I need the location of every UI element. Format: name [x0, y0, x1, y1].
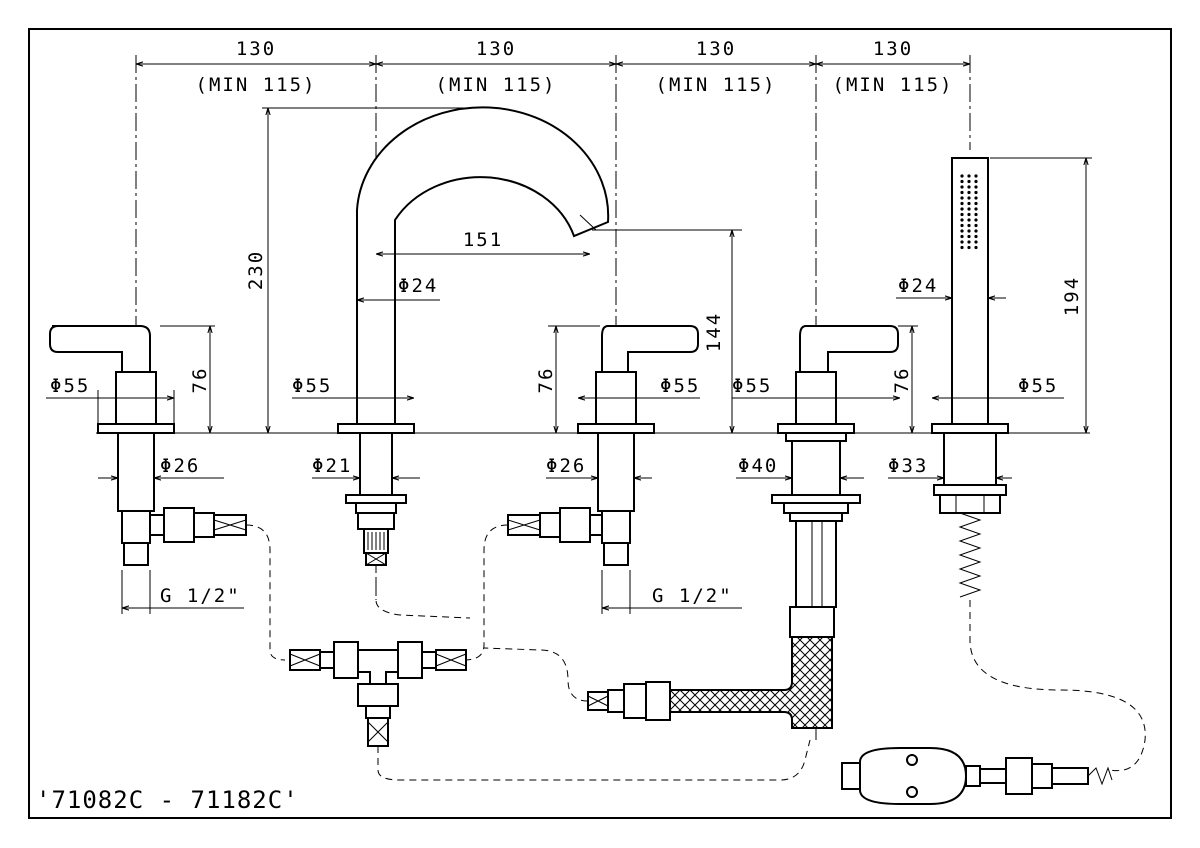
spray-hole [960, 245, 964, 250]
spray-hole [974, 207, 978, 211]
spout-pipe-diameter-label: Φ24 [398, 275, 438, 297]
spray-hole [974, 196, 978, 200]
hand-shower-base-diameter-label: Φ55 [1018, 375, 1058, 397]
spray-hole [960, 179, 964, 184]
left-valve-diameter-top-label: Φ55 [50, 375, 90, 397]
spout-reach-label: 151 [463, 229, 503, 251]
spray-hole [960, 201, 964, 206]
spray-hole [974, 229, 978, 233]
spray-holes [960, 174, 978, 250]
spray-hole [974, 190, 978, 195]
spacing-label-4: 130 [873, 38, 913, 60]
spray-hole [960, 240, 964, 244]
spray-hole [974, 223, 978, 228]
spacing-label-2: 130 [476, 38, 516, 60]
spacing-dimensions: 130 130 130 130 (MIN 115) (MIN 115) (MIN… [135, 38, 971, 740]
spray-hole [967, 190, 971, 195]
spray-hole [967, 234, 971, 239]
spray-hole [960, 174, 964, 178]
min-spacing-label-4: (MIN 115) [833, 74, 954, 96]
spray-hole [960, 223, 964, 228]
spray-hole [974, 218, 978, 222]
spray-hole [967, 212, 971, 217]
spray-hole [960, 212, 964, 217]
spray-hole [967, 179, 971, 184]
spout-outlet-height-label: 144 [703, 312, 725, 352]
spray-hole [960, 218, 964, 222]
hand-shower: 194 Φ24 Φ55 Φ33 [888, 157, 1146, 772]
spray-hole [974, 185, 978, 189]
spout-base-diameter-label: Φ55 [292, 375, 332, 397]
spray-hole [974, 212, 978, 217]
spray-hole [967, 229, 971, 233]
spray-hole [967, 218, 971, 222]
hand-shower-body-diameter-label: Φ33 [888, 455, 928, 477]
diverter-diameter-top-label: Φ55 [732, 375, 772, 397]
spray-hole [967, 223, 971, 228]
hand-shower-handle-diameter-label: Φ24 [898, 275, 938, 297]
left-valve-diameter-body-label: Φ26 [160, 455, 200, 477]
min-spacing-label-3: (MIN 115) [656, 74, 777, 96]
spray-hole [967, 196, 971, 200]
right-valve-diameter-top-label: Φ55 [660, 375, 700, 397]
spray-hole [967, 207, 971, 211]
spray-hole [967, 201, 971, 206]
diverter-diameter-body-label: Φ40 [738, 455, 778, 477]
spray-hole [974, 240, 978, 244]
tee-connector [289, 641, 811, 781]
right-valve-thread-label: G 1/2" [652, 585, 733, 607]
right-valve-diameter-body-label: Φ26 [546, 455, 586, 477]
spray-hole [960, 196, 964, 200]
hose-connector-unit [841, 747, 1113, 805]
diverter: Φ55 Φ40 76 [483, 325, 918, 729]
right-valve-height-label: 76 [535, 367, 557, 394]
drawing-frame [28, 28, 1172, 819]
left-valve-height-label: 76 [189, 367, 211, 394]
spray-hole [967, 174, 971, 178]
spray-hole [974, 179, 978, 184]
spray-hole [960, 190, 964, 195]
spray-hole [960, 207, 964, 211]
left-valve: 76 Φ55 Φ26 G 1/2" [46, 325, 286, 661]
spray-hole [960, 229, 964, 233]
spray-hole [974, 234, 978, 239]
right-valve: 76 Φ55 Φ26 G 1/2" 144 [463, 229, 742, 661]
hand-shower-height-label: 194 [1061, 276, 1083, 316]
spray-hole [967, 245, 971, 250]
spray-hole [974, 201, 978, 206]
diverter-height-label: 76 [891, 367, 913, 394]
spacing-label-1: 130 [236, 38, 276, 60]
spout: 230 151 Φ24 Φ55 Φ21 [245, 106, 610, 619]
spray-hole [967, 185, 971, 189]
model-code: '71082C - 71182C' [36, 786, 299, 814]
spacing-label-3: 130 [696, 38, 736, 60]
spray-hole [967, 240, 971, 244]
min-spacing-label-2: (MIN 115) [436, 74, 557, 96]
spout-height-label: 230 [245, 250, 267, 290]
spray-hole [974, 174, 978, 178]
min-spacing-label-1: (MIN 115) [196, 74, 317, 96]
spout-shank-diameter-label: Φ21 [312, 455, 352, 477]
spray-hole [974, 245, 978, 250]
spray-hole [960, 234, 964, 239]
spray-hole [960, 185, 964, 189]
left-valve-thread-label: G 1/2" [160, 585, 241, 607]
